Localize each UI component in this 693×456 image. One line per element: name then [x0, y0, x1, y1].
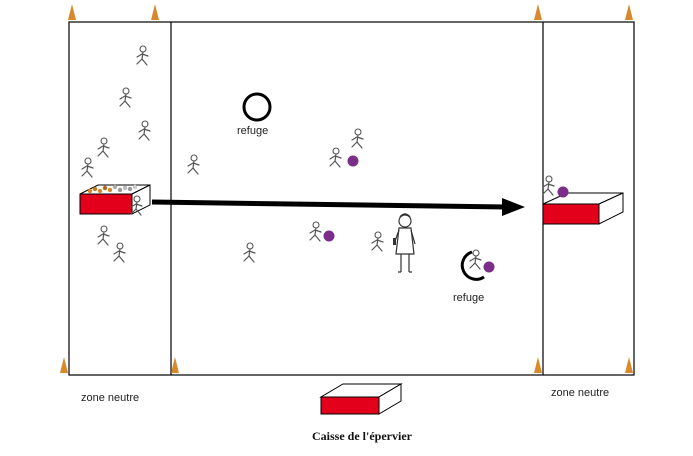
cone-icon — [534, 357, 542, 373]
runner-figure-icon — [97, 137, 110, 158]
ball-icon — [483, 261, 495, 273]
runner-figure-icon — [136, 45, 149, 66]
ball-icon — [323, 230, 335, 242]
runner-figure-icon — [187, 154, 200, 175]
left-box-red-face — [79, 193, 133, 215]
cone-icon — [60, 357, 68, 373]
cone-icon — [534, 4, 542, 20]
ball-icon — [347, 155, 359, 167]
runner-figure-icon — [351, 128, 364, 149]
cone-icon — [68, 4, 76, 20]
field-border — [68, 21, 635, 376]
teacher-figure-icon — [393, 213, 416, 273]
balls-pile — [87, 184, 138, 194]
cone-icon — [151, 4, 159, 20]
runner-figure-icon — [329, 147, 342, 168]
runner-figure-icon — [113, 242, 126, 263]
refuge-bottom-label: refuge — [453, 292, 484, 304]
refuge-bottom-circle-icon — [460, 250, 485, 281]
left-ball-box — [79, 184, 151, 215]
runner-figure-icon — [542, 175, 555, 196]
runner-figure-icon — [119, 87, 132, 108]
refuge-circle-icon — [242, 92, 272, 122]
right-box-red-face — [542, 203, 600, 225]
ball-icon — [557, 186, 569, 198]
zone-neutre-left-label: zone neutre — [81, 392, 139, 404]
cone-icon — [625, 4, 633, 20]
refuge-top-label: refuge — [237, 125, 268, 137]
runners — [81, 45, 555, 270]
hawk-box-caption: Caisse de l'épervier — [312, 429, 413, 443]
runner-figure-icon — [243, 242, 256, 263]
runner-figure-icon — [97, 225, 110, 246]
runner-figure-icon — [138, 120, 151, 141]
runner-figure-icon — [371, 231, 384, 252]
runner-figure-icon — [309, 221, 322, 242]
cone-icon — [171, 357, 179, 373]
runner-figure-icon — [81, 157, 94, 178]
cone-icon — [625, 357, 633, 373]
zone-neutre-right-label: zone neutre — [551, 387, 609, 399]
hawk-box — [319, 383, 403, 415]
hawk-box-red-face — [320, 396, 380, 415]
carried-balls — [323, 155, 569, 273]
right-box — [542, 192, 624, 225]
arrow-right-icon — [151, 198, 525, 216]
